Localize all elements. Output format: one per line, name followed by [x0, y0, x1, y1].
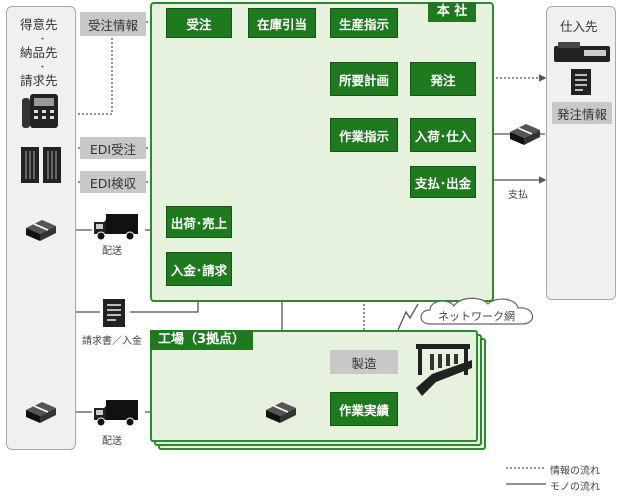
- node-requirement-planning: 所要計画: [330, 62, 398, 96]
- node-billing: 入金･請求: [166, 252, 232, 286]
- legend-info-flow: 情報の流れ: [550, 466, 600, 477]
- order-info-box: 受注情報: [80, 12, 146, 36]
- factory-title: 工場（3拠点）: [150, 330, 254, 350]
- node-stock-allocation: 在庫引当: [248, 8, 316, 38]
- customer-label-1: 得意先: [20, 17, 58, 32]
- network-label: ネットワーク網: [438, 310, 515, 323]
- separator-dot-2: ・: [38, 63, 48, 73]
- network-cloud-icon: [420, 297, 534, 325]
- delivery-truck-icon-2: [94, 400, 138, 427]
- payment-label: 支払: [508, 190, 528, 201]
- customer-label-3: 請求先: [20, 73, 58, 88]
- edi-inspection-box: EDI検収: [80, 171, 146, 193]
- separator-dot-1: ・: [38, 35, 48, 45]
- package-icon-delivered-1: [26, 220, 56, 241]
- node-order-receipt: 受注: [166, 8, 232, 38]
- fax-machine-icon: [554, 42, 610, 62]
- delivery-truck-icon-1: [94, 214, 138, 241]
- invoice-label: 請求書／入金: [82, 336, 142, 347]
- customer-label-2: 納品先: [20, 45, 58, 60]
- invoice-document-icon: [103, 299, 125, 327]
- delivery-label-1: 配送: [102, 246, 122, 257]
- delivery-label-2: 配送: [102, 436, 122, 447]
- node-production-instruction: 生産指示: [330, 8, 398, 38]
- node-shipping-sales: 出荷･売上: [166, 206, 232, 238]
- supplier-order-info: 発注情報: [552, 102, 612, 124]
- telephone-icon: [22, 94, 58, 128]
- document-icon: [571, 69, 591, 95]
- package-icon-supplier: [510, 124, 540, 145]
- node-work-results: 作業実績: [330, 392, 398, 426]
- head-office-title: 本 社: [428, 2, 476, 22]
- legend-goods-flow: モノの流れ: [550, 482, 600, 493]
- node-payment: 支払･出金: [410, 166, 476, 198]
- package-icon-factory: [266, 402, 296, 423]
- factory-machine-icon: [416, 344, 472, 396]
- node-work-instruction: 作業指示: [330, 118, 398, 152]
- node-manufacturing: 製造: [330, 350, 398, 374]
- server-icon: [21, 147, 61, 183]
- node-purchase-order: 発注: [410, 62, 476, 96]
- edi-order-box: EDI受注: [80, 137, 146, 159]
- node-receiving: 入荷･仕入: [410, 118, 476, 152]
- package-icon-delivered-2: [26, 402, 56, 423]
- supplier-label: 仕入先: [560, 19, 598, 34]
